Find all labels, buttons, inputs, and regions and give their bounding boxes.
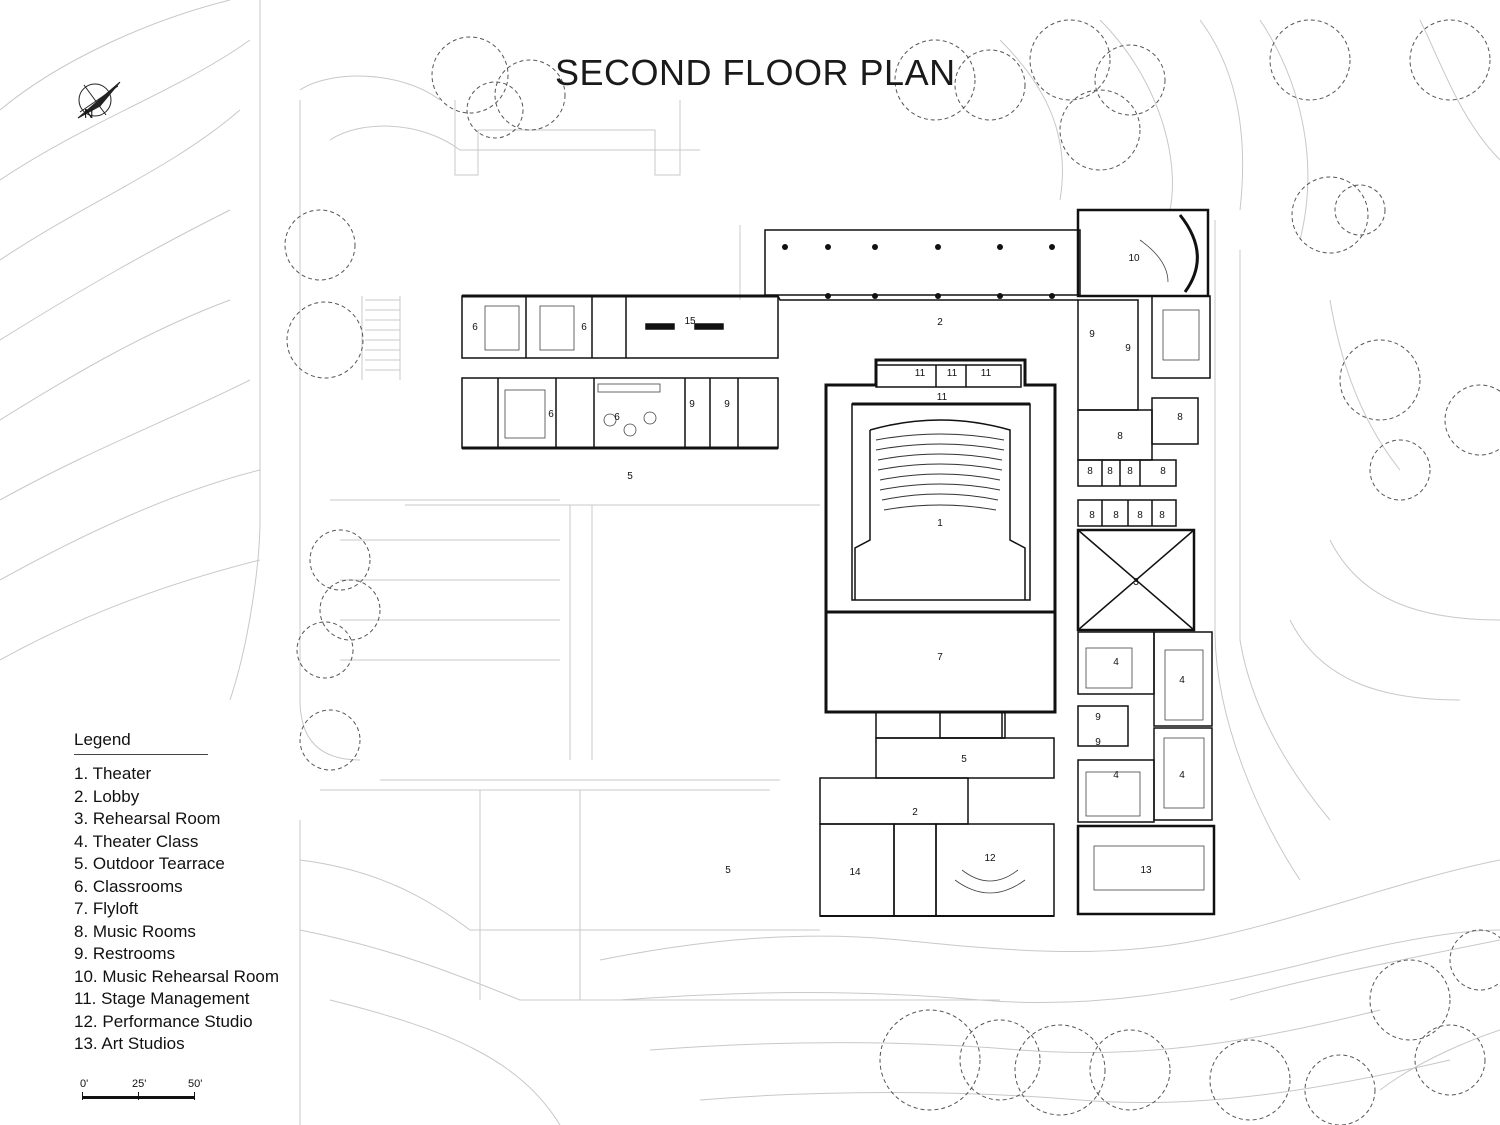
label-classroom: 6 — [548, 409, 554, 420]
scale-label-25: 25' — [132, 1078, 147, 1090]
label-classroom: 6 — [581, 322, 587, 333]
legend-item: 3. Rehearsal Room — [74, 809, 221, 828]
legend-item: 9. Restrooms — [74, 944, 176, 963]
trees — [284, 19, 1500, 1125]
label-theater-class: 4 — [1179, 770, 1185, 781]
label-restroom: 9 — [689, 399, 695, 410]
label-art: 13 — [1140, 865, 1152, 876]
legend-item: 6. Classrooms — [74, 876, 183, 896]
label-terrace: 5 — [725, 865, 731, 876]
label-music: 8 — [1177, 412, 1183, 423]
label-theater-class: 4 — [1179, 675, 1185, 686]
scale-tick — [82, 1092, 83, 1100]
lobby-columns — [782, 244, 1055, 299]
north-label: N — [84, 106, 93, 121]
label-restroom: 9 — [1095, 712, 1101, 723]
label-terrace: 5 — [961, 754, 967, 765]
legend-item: 1. Theater — [74, 764, 152, 783]
room-labels: 1 2 2 3 4 4 4 4 5 5 5 6 6 6 6 7 8 8 8 8 … — [472, 253, 1185, 878]
label-theater-class: 4 — [1113, 770, 1119, 781]
label-music: 8 — [1127, 466, 1133, 477]
scale-tick — [194, 1092, 195, 1100]
label-classroom: 6 — [614, 412, 620, 423]
building-walls — [461, 208, 1216, 917]
label-restroom: 9 — [724, 399, 730, 410]
label-lobby-north: 2 — [937, 317, 943, 328]
label-music: 8 — [1159, 510, 1165, 521]
label-classroom: 6 — [472, 322, 478, 333]
label-music: 8 — [1117, 431, 1123, 442]
label-rehearsal: 3 — [1133, 577, 1139, 588]
legend-item: 4. Theater Class — [74, 831, 199, 851]
label-restroom: 9 — [1089, 329, 1095, 340]
furniture — [484, 239, 1205, 894]
legend-list: 1. Theater 2. Lobby 3. Rehearsal Room 4.… — [74, 763, 374, 1056]
label-music: 8 — [1160, 466, 1166, 477]
scale-label-50: 50' — [188, 1078, 203, 1090]
north-arrow-icon: N — [77, 81, 121, 121]
label-lobby-south: 2 — [912, 807, 918, 818]
label-theater: 1 — [937, 518, 943, 529]
label-stage-mgmt: 11 — [915, 368, 926, 379]
theater-seating — [875, 433, 1005, 511]
label-music: 8 — [1137, 510, 1143, 521]
label-music: 8 — [1089, 510, 1095, 521]
legend-item: 2. Lobby — [74, 786, 140, 806]
label-stage-mgmt: 11 — [947, 368, 958, 379]
legend-item: 7. Flyloft — [74, 899, 139, 918]
legend-item: 13. Art Studios — [74, 1034, 185, 1053]
label-terrace: 5 — [627, 471, 633, 482]
legend-heading: Legend — [74, 730, 208, 755]
legend-item: 12. Performance Studio — [74, 1011, 253, 1031]
legend: Legend 1. Theater 2. Lobby 3. Rehearsal … — [74, 730, 374, 1056]
plan-title: SECOND FLOOR PLAN — [555, 52, 956, 93]
legend-item: 10. Music Rehearsal Room — [74, 966, 280, 986]
legend-item: 5. Outdoor Tearrace — [74, 854, 225, 873]
scale-tick — [138, 1092, 139, 1100]
label-music: 8 — [1113, 510, 1119, 521]
label-room-15: 15 — [684, 316, 696, 327]
label-performance: 12 — [984, 853, 996, 864]
scale-label-0: 0' — [80, 1078, 89, 1090]
label-room-14: 14 — [849, 867, 861, 878]
label-music-rehearsal: 10 — [1128, 253, 1140, 264]
label-flyloft: 7 — [937, 652, 943, 663]
label-stage-mgmt: 11 — [937, 392, 948, 403]
label-stage-mgmt: 11 — [981, 368, 992, 379]
label-restroom: 9 — [1125, 343, 1131, 354]
legend-item: 11. Stage Management — [74, 989, 250, 1008]
label-music: 8 — [1107, 466, 1113, 477]
label-restroom: 9 — [1095, 737, 1101, 748]
legend-item: 8. Music Rooms — [74, 921, 196, 941]
label-music: 8 — [1087, 466, 1093, 477]
scale-bar: 0' 25' 50' — [80, 1078, 203, 1108]
label-theater-class: 4 — [1113, 657, 1119, 668]
